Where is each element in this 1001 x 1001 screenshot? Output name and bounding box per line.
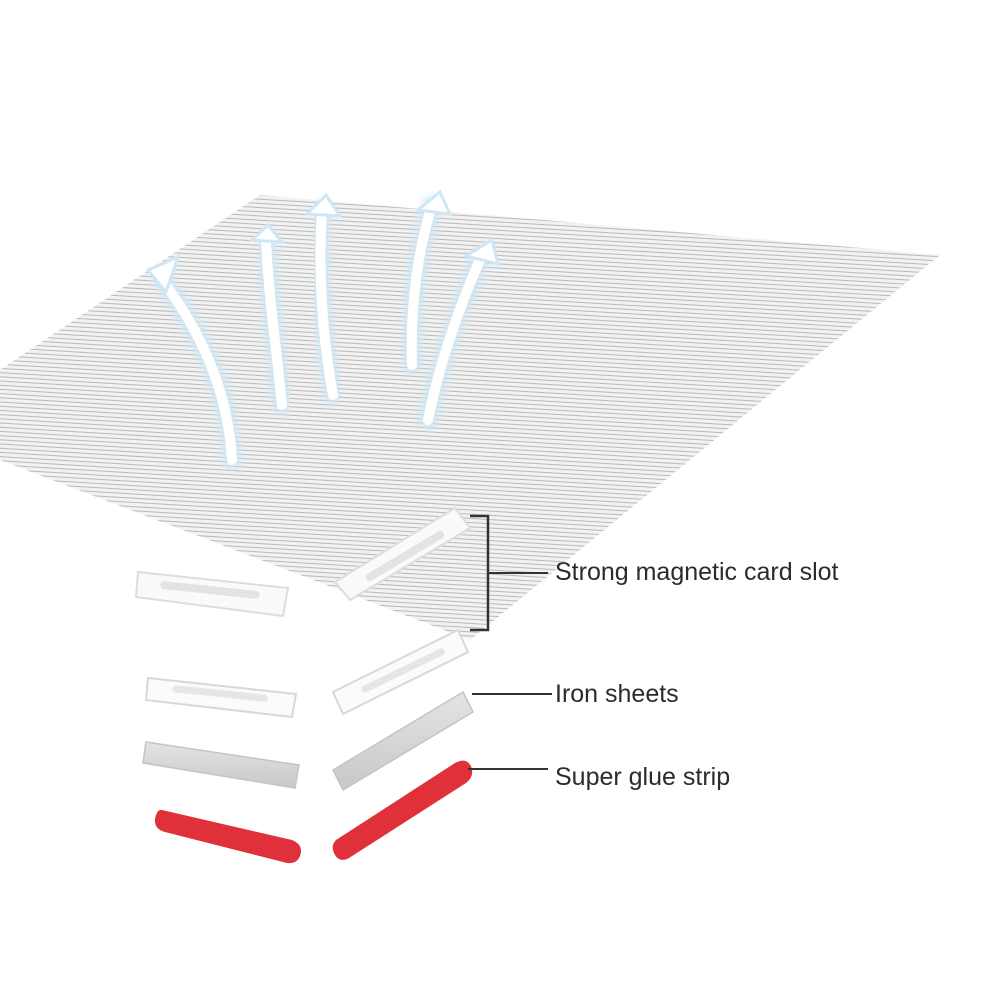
mesh-line — [0, 619, 940, 640]
mesh-line — [0, 195, 940, 203]
mesh-line — [0, 195, 940, 215]
airflow-arrow-icon — [402, 189, 453, 374]
mesh-line — [0, 607, 940, 640]
mesh-line — [0, 108, 1001, 168]
glue-strip-left — [154, 809, 301, 864]
mesh-line — [0, 121, 1001, 181]
magnetic-card-slot-right — [333, 506, 472, 602]
mesh-line — [0, 95, 1001, 155]
mesh-line — [0, 20, 1001, 80]
mesh-line — [0, 16, 1001, 76]
mesh-line — [0, 70, 1001, 130]
mesh-line — [0, 83, 1001, 143]
mesh-line — [0, 87, 1001, 147]
mesh-line — [0, 0, 1001, 55]
mesh-line — [0, 195, 940, 211]
mesh-line — [0, 624, 940, 640]
mesh-line — [0, 100, 1001, 160]
airflow-arrow-icon — [419, 237, 501, 429]
mesh-line — [0, 62, 1001, 122]
mesh-line — [0, 7, 1001, 67]
iron-sheets-label: Iron sheets — [555, 680, 679, 708]
mesh-line — [0, 0, 1001, 42]
mesh-line — [0, 112, 1001, 172]
glue-strip-right — [332, 760, 473, 860]
mesh-line — [0, 0, 1001, 46]
airflow-arrow-icon — [248, 222, 291, 414]
mesh-line — [0, 79, 1001, 139]
leader-lines — [468, 514, 552, 770]
magnetic-card-slot-left — [134, 570, 290, 618]
mesh-line — [0, 49, 1001, 109]
mesh-line — [0, 133, 1001, 193]
mesh-line — [0, 3, 1001, 63]
magnetic-card-slot-label: Strong magnetic card slot — [555, 558, 839, 586]
mesh-line — [0, 24, 1001, 84]
slot-piece-left — [144, 676, 298, 719]
iron-sheet-right — [332, 690, 474, 792]
mesh-line — [0, 91, 1001, 151]
mesh-line — [0, 0, 1001, 59]
mesh-line — [0, 116, 1001, 176]
mesh-line — [0, 66, 1001, 126]
mesh-line — [0, 129, 1001, 189]
mesh-line — [0, 53, 1001, 113]
mesh-line — [0, 58, 1001, 118]
mesh-line — [0, 195, 940, 219]
mesh-line — [0, 28, 1001, 88]
mesh-line — [0, 45, 1001, 105]
mesh-line — [0, 0, 1001, 50]
mesh-line — [0, 104, 1001, 164]
mesh-line — [0, 37, 1001, 97]
mesh-line — [0, 74, 1001, 134]
iron-sheet-left — [142, 741, 300, 789]
mesh-line — [0, 41, 1001, 101]
mesh-line — [0, 611, 940, 640]
super-glue-strip-label: Super glue strip — [555, 763, 731, 791]
mesh-line — [0, 195, 940, 207]
mesh-line — [0, 195, 940, 224]
airflow-arrow-icon — [145, 254, 241, 469]
mesh-line — [0, 615, 940, 640]
slot-piece-right — [331, 628, 470, 716]
airflow-arrow-icon — [303, 192, 343, 404]
mesh-line — [0, 32, 1001, 92]
airflow-arrows — [145, 189, 501, 469]
mesh-line — [0, 11, 1001, 71]
mesh-line — [0, 125, 1001, 185]
mesh-line — [0, 195, 940, 198]
mesh-screen — [0, 0, 1001, 640]
